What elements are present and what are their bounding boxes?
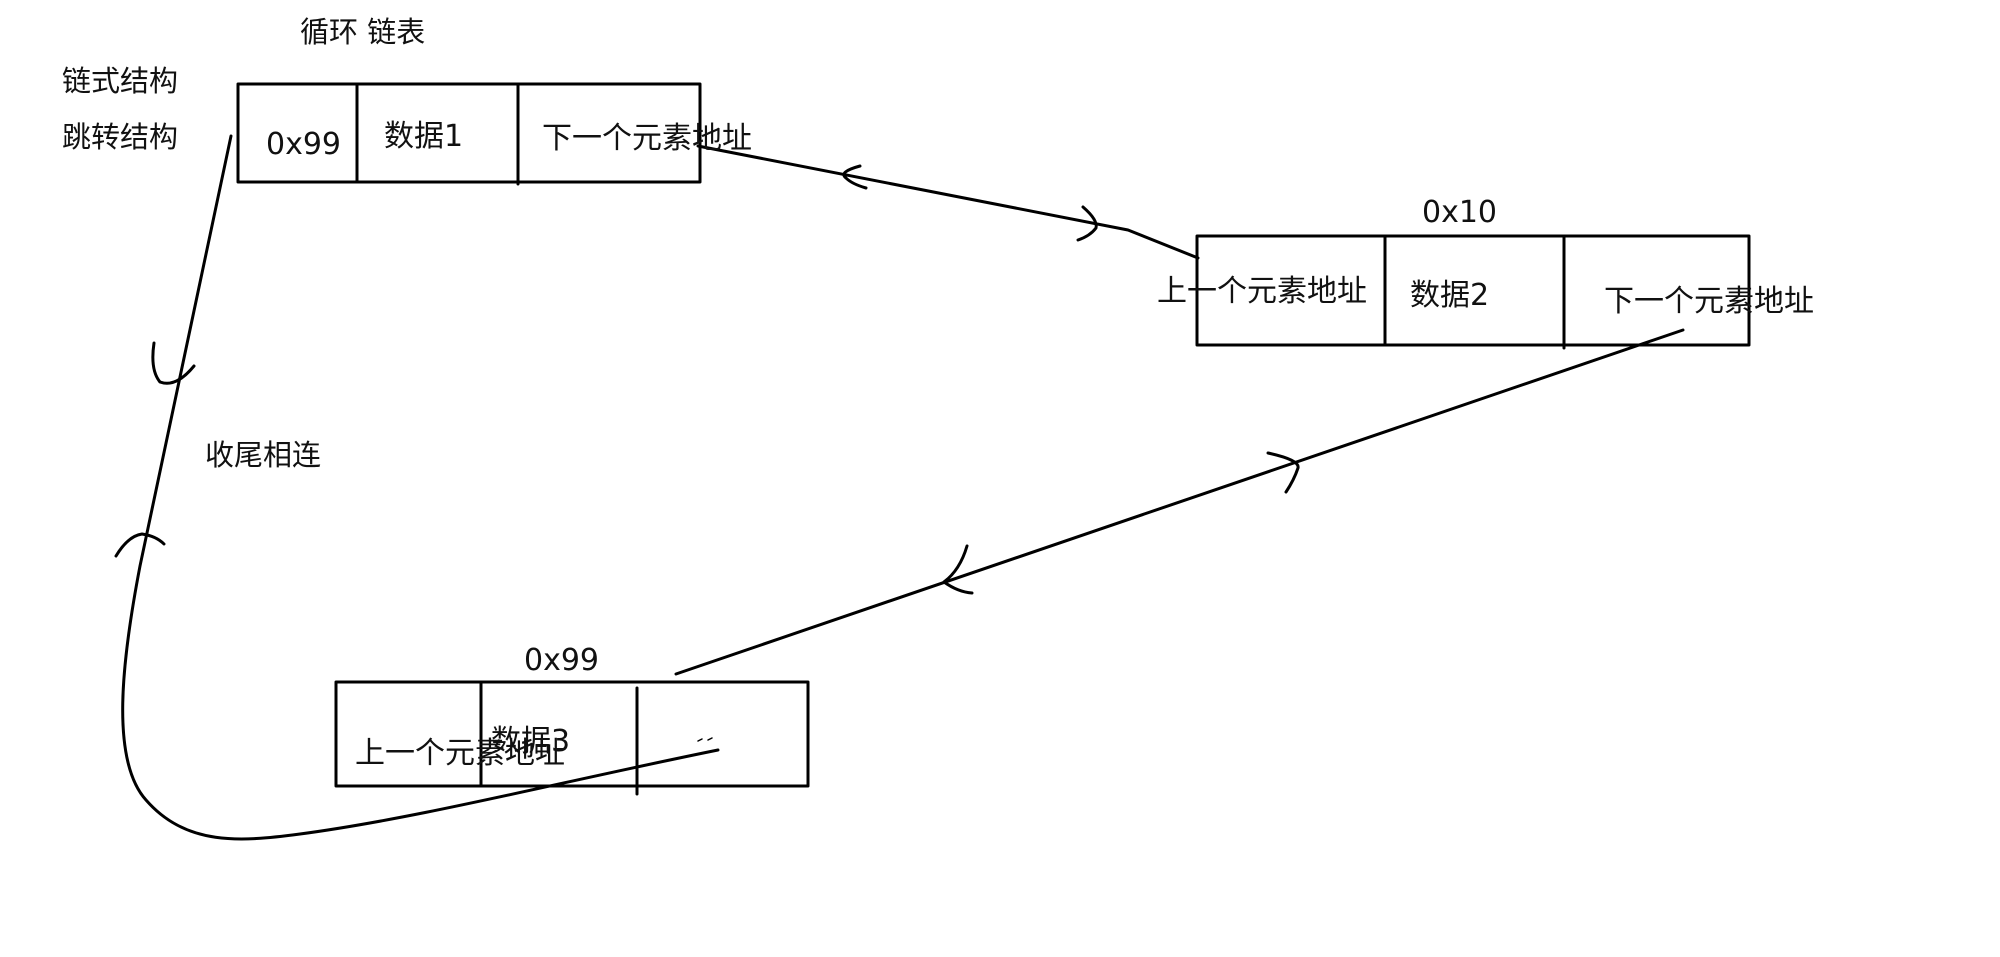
link-tail-to-head [121, 134, 720, 841]
node-2-data: 数据2 [1410, 278, 1490, 313]
note-chain-structure: 链式结构 [62, 64, 179, 98]
arrow-forward-to-node2 [1076, 205, 1098, 242]
node-3-outline [334, 680, 810, 788]
node-2-address: 0x10 [1422, 195, 1498, 230]
node-2-box [1195, 234, 1751, 350]
node-1-data: 数据1 [384, 119, 464, 154]
ink-smudge [697, 737, 713, 742]
note-jump-structure: 跳转结构 [62, 120, 179, 154]
node-3-box [334, 680, 810, 796]
node-1-address: 0x99 [266, 127, 342, 162]
node-1-outline [236, 82, 702, 184]
node-3-address: 0x99 [524, 643, 600, 678]
arrow-down-loop [151, 341, 196, 385]
arrow-up-loop [114, 532, 166, 558]
node-1-box [236, 82, 702, 186]
arrow-back-to-node1 [842, 164, 868, 190]
link-node2-node3 [674, 328, 1685, 676]
node-2-prev-address: 上一个元素地址 [1157, 274, 1367, 309]
link-node1-node2 [696, 144, 1200, 260]
node-2-next-address: 下一个元素地址 [1604, 284, 1814, 319]
node-3-prev-address: 上一个元素地址 [355, 736, 565, 771]
node-1-next-address: 下一个元素地址 [542, 121, 752, 156]
node-3-data: 数据3 [491, 724, 571, 759]
arrow-back-to-node3 [942, 544, 974, 595]
note-head-tail-connected: 收尾相连 [205, 438, 322, 472]
arrow-forward-to-node2-lower [1266, 451, 1300, 494]
diagram-title: 循环 链表 [300, 15, 426, 49]
node-2-outline [1195, 234, 1751, 347]
